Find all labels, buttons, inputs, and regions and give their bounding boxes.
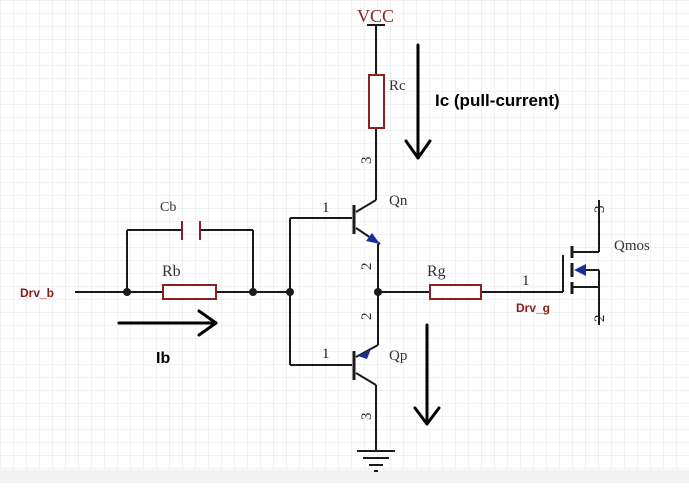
capacitor-cb: [181, 221, 201, 240]
ib-annotation: Ib: [156, 350, 170, 367]
mosfet-arrow-icon: [574, 264, 586, 276]
ib-arrow-icon: [117, 309, 218, 337]
rc-label: Rc: [389, 78, 406, 94]
mos-gate-pin: 1: [522, 273, 530, 289]
bottom-strip: [0, 470, 689, 483]
rb-label: Rb: [162, 263, 181, 280]
qn-collector-pin: 3: [359, 157, 375, 165]
ic-arrow-icon: [404, 43, 432, 160]
cb-label: Cb: [160, 200, 176, 215]
resistor-rb: [162, 284, 217, 300]
drv-g-net-label: Drv_g: [516, 301, 550, 315]
mos-drain-pin: 3: [592, 206, 608, 214]
ip-arrow-icon: [413, 323, 441, 426]
junction-dot: [249, 288, 257, 296]
resistor-rc: [368, 74, 385, 129]
current-arrows: [117, 43, 441, 426]
ground-icon: [357, 450, 395, 472]
transistor-qn: [352, 205, 380, 244]
drv-b-net-label: Drv_b: [20, 286, 54, 300]
qp-emitter-arrow-icon: [358, 349, 371, 359]
junction-dot: [374, 288, 382, 296]
resistor-rg: [429, 284, 482, 300]
qn-label: Qn: [389, 193, 408, 209]
junction-dot: [286, 288, 294, 296]
mosfet-qmos: [562, 246, 600, 294]
qp-label: Qp: [389, 348, 407, 364]
vcc-label: VCC: [357, 6, 394, 26]
ic-annotation: Ic (pull-current): [435, 91, 560, 110]
qp-emitter-pin: 2: [359, 313, 375, 321]
qn-emitter-arrow-icon: [366, 233, 380, 244]
qp-base-pin: 1: [322, 346, 330, 362]
qp-collector-pin: 3: [359, 413, 375, 421]
junctions: [123, 288, 382, 296]
mos-source-pin: 2: [592, 315, 608, 323]
rg-label: Rg: [427, 263, 446, 280]
transistor-qp: [352, 349, 371, 380]
qn-emitter-pin: 2: [359, 263, 375, 271]
qn-base-pin: 1: [322, 200, 330, 216]
junction-dot: [123, 288, 131, 296]
qmos-label: Qmos: [614, 238, 650, 254]
